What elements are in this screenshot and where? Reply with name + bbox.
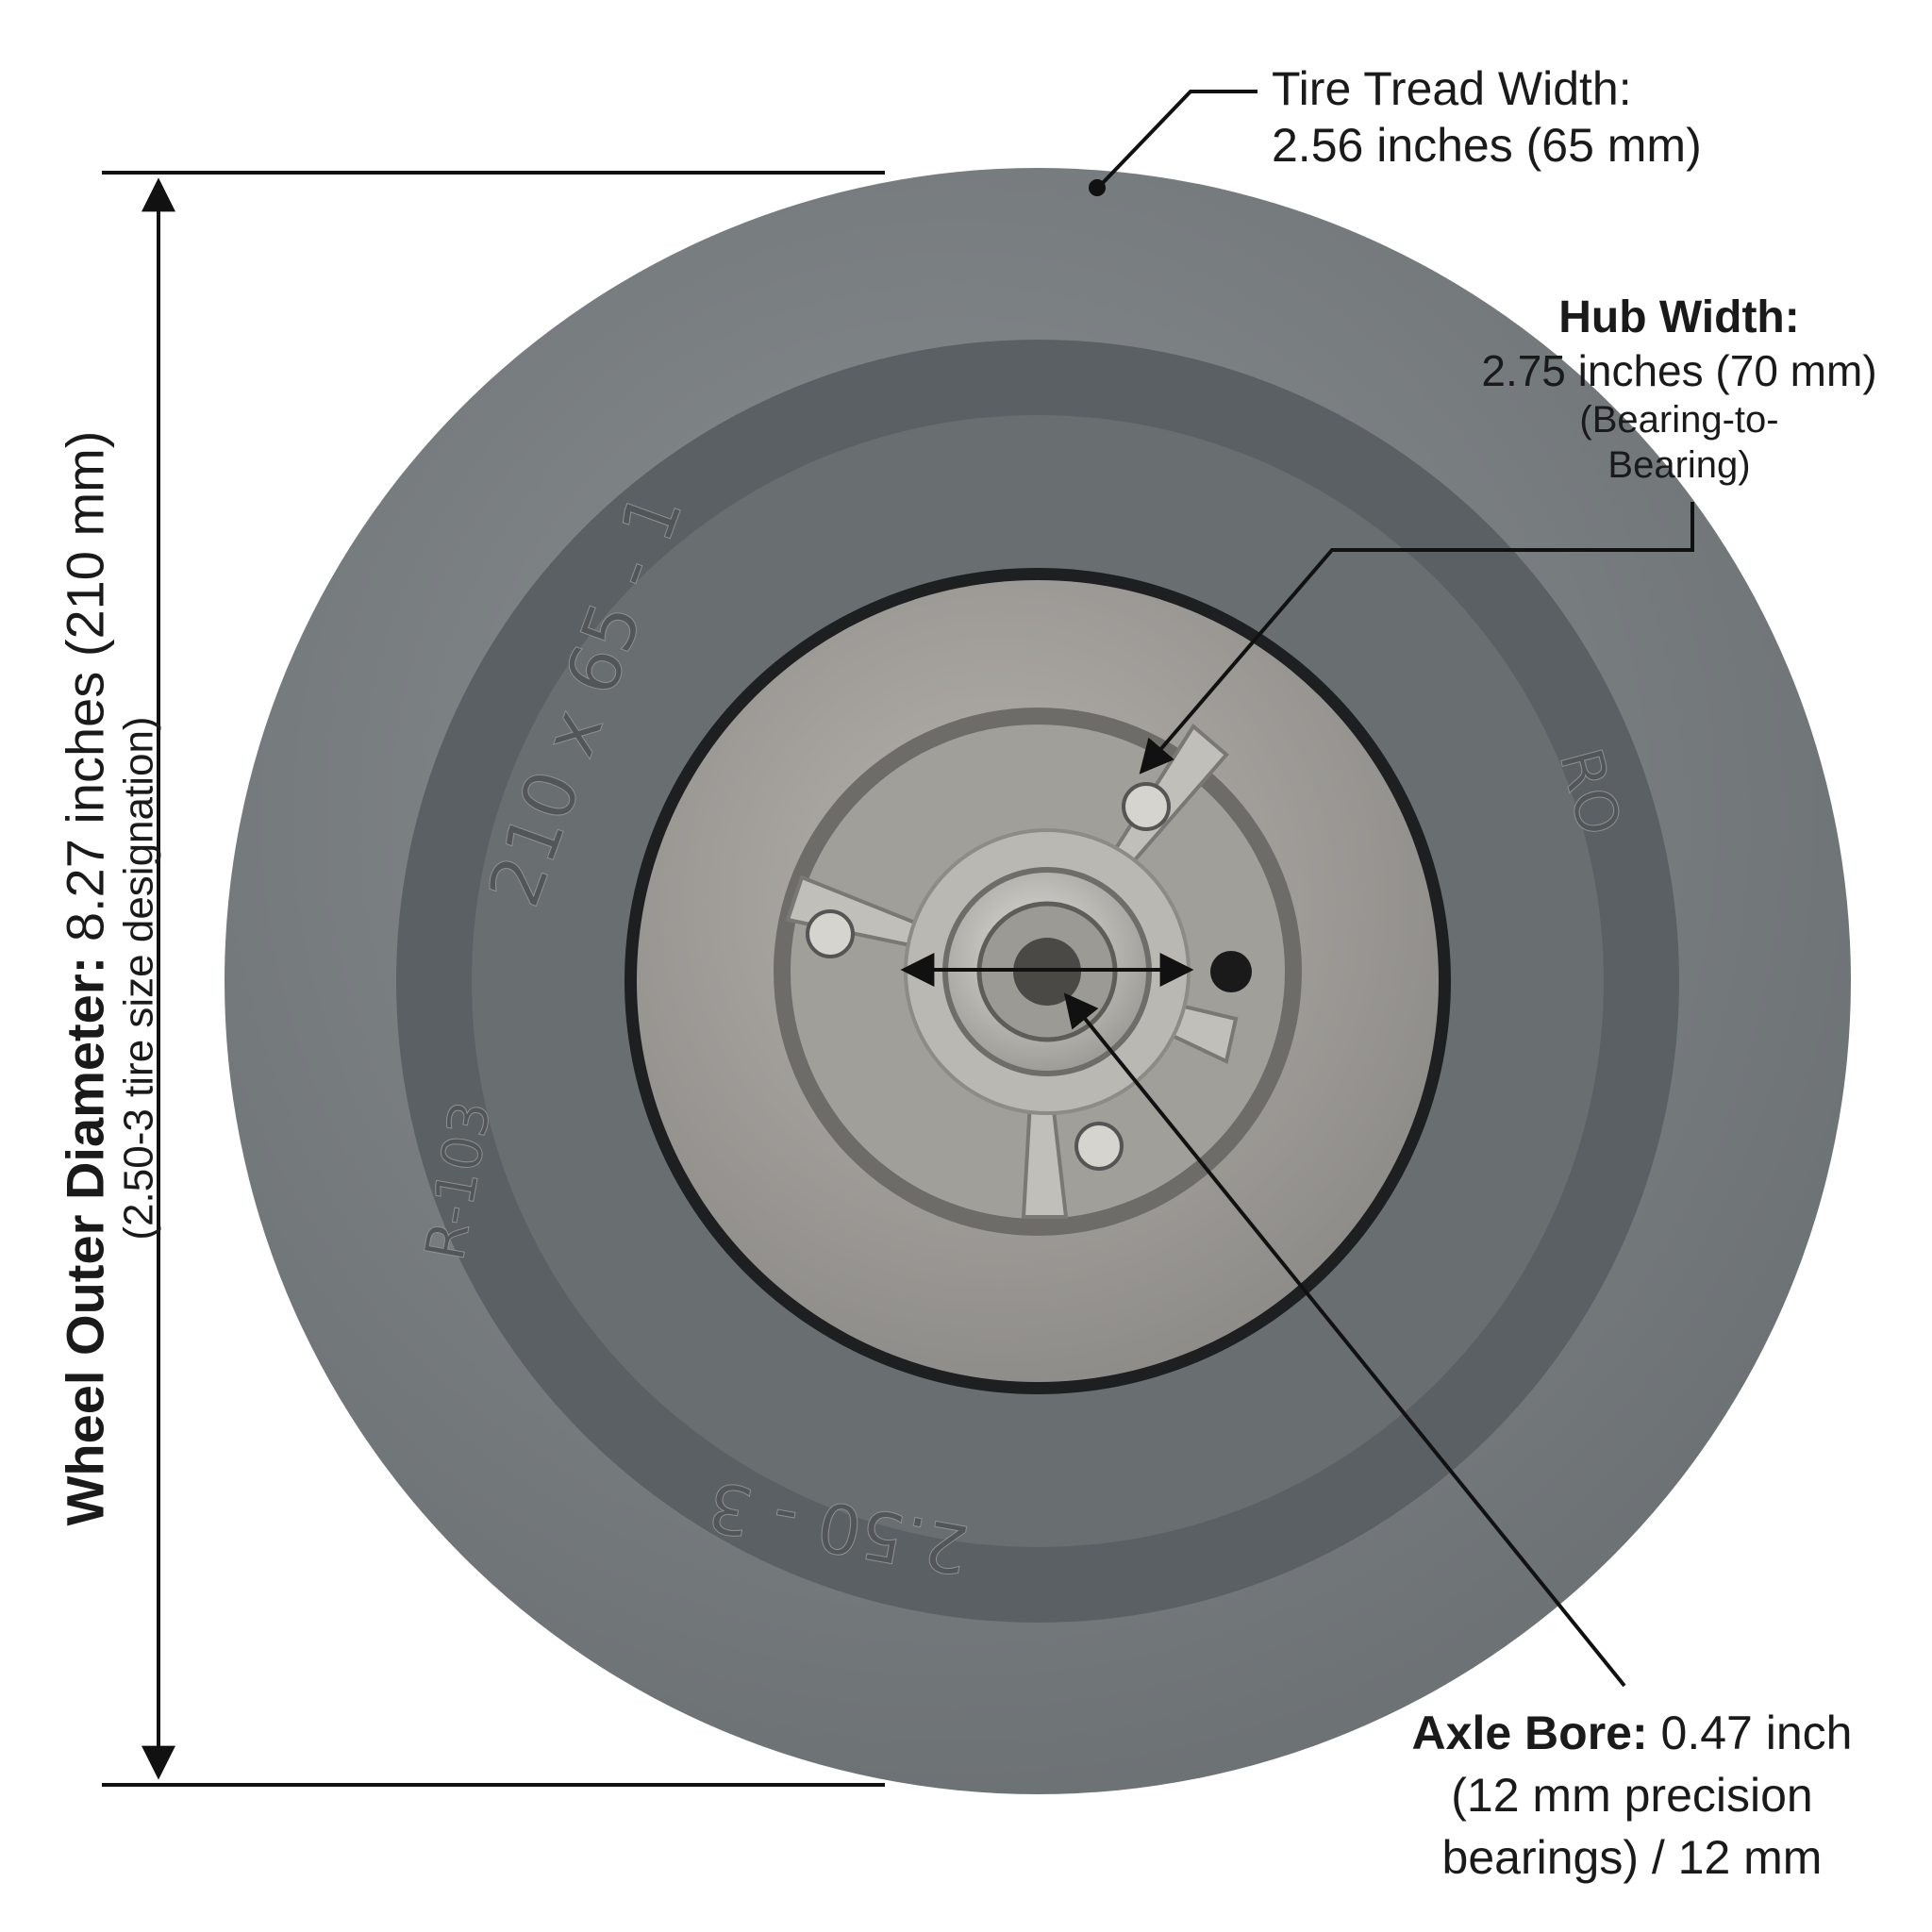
axle-bore-callout: Axle Bore: 0.47 inch (12 mm precision be… (1358, 1702, 1906, 1889)
diameter-value: 8.27 inches (210 mm) (55, 430, 115, 942)
bore-leader (1063, 992, 1626, 1688)
axle-bore-title: Axle Bore: (1411, 1707, 1648, 1759)
valve-hole (1210, 951, 1252, 992)
axle-bore-line3: bearings) / 12 mm (1441, 1831, 1823, 1884)
diameter-note: (2.50-3 tire size designation) (115, 716, 162, 1241)
tread-leader (1089, 90, 1257, 196)
axle-bore-value: 0.47 inch (1660, 1707, 1853, 1759)
hub-width-note-1: (Bearing-to- (1579, 398, 1779, 441)
tread-width-value: 2.56 inches (65 mm) (1272, 119, 1702, 172)
tread-width-callout: Tire Tread Width: 2.56 inches (65 mm) (1272, 60, 1702, 174)
hub-width-title: Hub Width: (1558, 292, 1800, 342)
diameter-callout: Wheel Outer Diameter: 8.27 inches (210 m… (56, 129, 164, 1827)
hub-bolts (806, 782, 1171, 1171)
diameter-dimension (102, 171, 885, 1787)
diameter-title: Wheel Outer Diameter: (55, 956, 115, 1526)
hub-leader (900, 502, 1694, 987)
hub-width-callout: Hub Width: 2.75 inches (70 mm) (Bearing-… (1415, 291, 1932, 488)
hub-width-value: 2.75 inches (70 mm) (1481, 345, 1877, 395)
hub-width-note-2: Bearing) (1607, 443, 1751, 486)
tread-width-title: Tire Tread Width: (1272, 62, 1632, 115)
axle-bore-line2: (12 mm precision (1451, 1769, 1813, 1822)
